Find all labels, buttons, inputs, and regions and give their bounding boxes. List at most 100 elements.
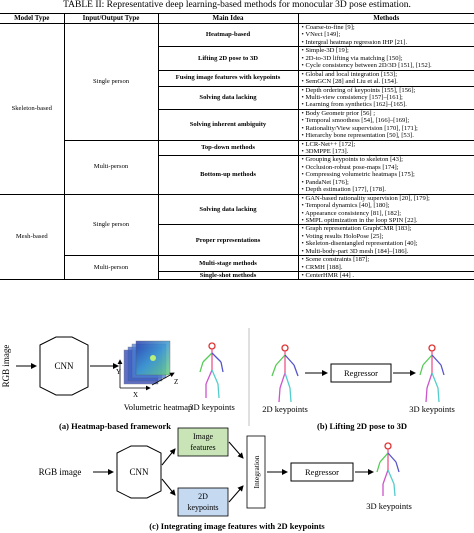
- volumetric-heatmap: [123, 340, 171, 385]
- method-item: • Rationality/View supervision [170], [1…: [301, 124, 418, 132]
- method-item: • Body Geometr prior [56] ;: [301, 109, 376, 117]
- table-row: Mesh-based Single person Solving data la…: [0, 194, 474, 281]
- rgb-image-label: RGB image: [39, 467, 82, 477]
- method-item: • SMPL optimization in the loop SPIN [22…: [301, 216, 418, 224]
- method-item: • Multi-view consistency [157]–[161];: [301, 93, 403, 101]
- heatmap-label: Volumetric heatmap: [124, 402, 193, 412]
- arrow: [161, 448, 176, 466]
- main-idea: Proper representations: [158, 224, 299, 257]
- methods-cell: • Coarse-to-fine [9]; • VNect [149]; • I…: [298, 23, 474, 48]
- main-idea: Heatmap-based: [158, 23, 299, 48]
- method-item: • Hierarchy bone representation [50], [5…: [301, 132, 414, 140]
- table-row: Multi-person Top-down methods • LCR-Net+…: [0, 140, 474, 195]
- method-item: • Graph representation GraphCMR [183];: [301, 225, 412, 233]
- panel-c: RGB image CNN Image features 2D keypoint…: [39, 427, 412, 531]
- rgb-image-label: RGB image: [1, 345, 11, 388]
- method-item: • Learning from synthetics [162]–[165].: [301, 101, 407, 109]
- method-item: • VNect [149];: [301, 31, 341, 39]
- table-row: Solving inherent ambiguity • Body Geomet…: [0, 109, 474, 141]
- panel-b: 2D keypoints Regressor 3D keypoints (b) …: [262, 344, 455, 431]
- method-item: • Occlusion-robust pose-maps [174];: [301, 163, 399, 171]
- methods-cell: • Depth ordering of keypoints [155], [15…: [298, 86, 474, 110]
- image-features-line1: Image: [193, 432, 213, 441]
- main-idea: Bottom-up methods: [158, 155, 299, 195]
- methods-cell: • Scene constraints [187]; • CRMH [188].: [298, 255, 474, 272]
- table-header-row: Model Type Input/Output Type Main Idea M…: [0, 13, 474, 24]
- io-type-multi-person: Multi-person: [64, 140, 159, 195]
- model-type-skeleton: Skeleton-based: [0, 23, 65, 195]
- method-item: • Coarse-to-fine [9];: [301, 24, 355, 31]
- methods-cell: • LCR-Net++ [172]; • 3DMPPE [173].: [298, 140, 474, 157]
- arrow: [228, 485, 244, 503]
- skeleton-3d-icon: [199, 342, 224, 399]
- axis-x-label: X: [133, 391, 138, 399]
- method-item: • Appearance consistency [81], [182];: [301, 209, 402, 217]
- header-io-type: Input/Output Type: [64, 13, 159, 24]
- main-idea: Single-shot methods: [158, 271, 299, 281]
- io-type-single-person: Single person: [64, 194, 159, 257]
- method-item: • 2D-to-3D lifting via matching [150];: [301, 54, 403, 62]
- header-main-idea: Main Idea: [158, 13, 299, 24]
- z-axis-arrow: [151, 372, 175, 386]
- method-item: • Temporal dynamics [40], [180];: [301, 202, 390, 210]
- axis-y-label: Y: [116, 368, 121, 376]
- input-label: 2D keypoints: [262, 404, 308, 414]
- method-item: • Multi-body-part 3D mesh [184]–[186].: [301, 247, 409, 255]
- method-item: • SemGCN [28] and Liu et al. [154].: [301, 78, 398, 86]
- cnn-label: CNN: [54, 361, 74, 371]
- method-item: • Grouping keypoints to skeleton [43];: [301, 156, 403, 164]
- regressor-label: Regressor: [305, 467, 339, 477]
- table-row: Fusing image features with keypoints • G…: [0, 70, 474, 87]
- table-row: Skeleton-based Single person Heatmap-bas…: [0, 23, 474, 195]
- table-row: Proper representations • Graph represent…: [0, 224, 474, 257]
- methods-cell: • Global and local integration [153]; • …: [298, 70, 474, 87]
- cnn-block: [116, 445, 162, 499]
- method-item: • Scene constraints [187];: [301, 256, 370, 264]
- model-type-mesh: Mesh-based: [0, 194, 65, 281]
- io-type-multi-person: Multi-person: [64, 255, 159, 281]
- keypoints-line2: keypoints: [187, 503, 218, 512]
- methods-cell: • CenterHMR [44] .: [298, 271, 474, 281]
- skeleton-2d-icon: [271, 344, 299, 403]
- main-idea: Lifting 2D pose to 3D: [158, 46, 299, 71]
- panel-c-caption: (c) Integrating image features with 2D k…: [149, 521, 325, 531]
- method-item: • CRMH [188].: [301, 263, 343, 271]
- arrow: [161, 478, 176, 496]
- method-item: • Skeleton-disentangled representation […: [301, 240, 418, 248]
- methods-cell: • GAN-based rationality supervision [20]…: [298, 194, 474, 226]
- method-item: • Depth ordering of keypoints [155], [15…: [301, 86, 416, 94]
- header-methods: Methods: [298, 13, 474, 24]
- output-label: 3D keypoints: [189, 402, 235, 412]
- methods-cell: • Simple-3D [19]; • 2D-to-3D lifting via…: [298, 46, 474, 71]
- regressor-block: [290, 462, 354, 482]
- keypoints-line1: 2D: [198, 492, 208, 501]
- header-model-type: Model Type: [0, 13, 65, 24]
- regressor-block: [330, 363, 392, 383]
- integration-label: Integration: [252, 455, 261, 488]
- cnn-label: CNN: [129, 467, 149, 477]
- method-item: • Global and local integration [153];: [301, 70, 398, 78]
- regressor-label: Regressor: [344, 368, 378, 378]
- panel-b-caption: (b) Lifting 2D pose to 3D: [317, 421, 407, 431]
- main-idea: Top-down methods: [158, 140, 299, 157]
- image-features-line2: features: [190, 443, 215, 452]
- table-caption: TABLE II: Representative deep learning-b…: [63, 0, 411, 10]
- output-label: 3D keypoints: [366, 501, 412, 511]
- io-type-single-person: Single person: [64, 23, 159, 141]
- methods-cell: • Body Geometr prior [56] ; • Temporal s…: [298, 109, 474, 141]
- axis-z-label: Z: [174, 378, 178, 386]
- table-row: Solving data lacking • Depth ordering of…: [0, 86, 474, 110]
- main-idea: Fusing image features with keypoints: [158, 70, 299, 87]
- panel-a-caption: (a) Heatmap-based framework: [59, 421, 171, 431]
- skeleton-3d-icon: [376, 442, 400, 497]
- table-row: Lifting 2D pose to 3D • Simple-3D [19]; …: [0, 46, 474, 71]
- method-item: • GAN-based rationality supervision [20]…: [301, 194, 430, 202]
- method-item: • Simple-3D [19];: [301, 47, 349, 55]
- method-item: • Cycle consistency between 2D/3D [151],…: [301, 62, 432, 70]
- panel-a: RGB image CNN Y X Z Volumetric heatmap: [1, 336, 235, 431]
- method-item: • Temporal smoothess [54], [166]–[169];: [301, 117, 410, 125]
- method-item: • Depth estimation [177], [178].: [301, 186, 386, 194]
- main-idea: Solving data lacking: [158, 194, 299, 226]
- method-item: • CenterHMR [44] .: [301, 272, 355, 279]
- methods-cell: • Graph representation GraphCMR [183]; •…: [298, 224, 474, 257]
